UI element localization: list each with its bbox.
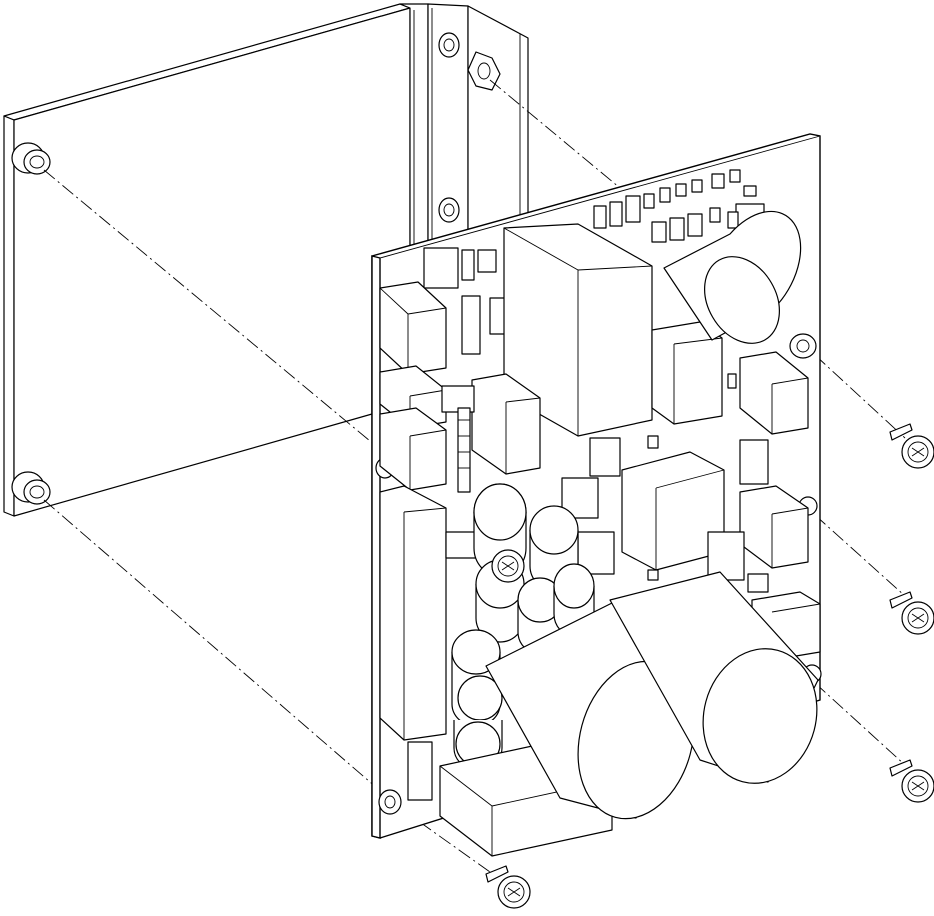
flange-hole [439, 198, 459, 222]
mounting-screw-icon [890, 424, 934, 468]
smd-resistor-row [458, 408, 470, 492]
flange-hole [439, 33, 459, 57]
mounting-screw-icon [890, 760, 934, 802]
mounting-screw-icon [486, 866, 530, 908]
screw-icon [492, 550, 524, 582]
mounting-screw-icon [890, 592, 934, 634]
